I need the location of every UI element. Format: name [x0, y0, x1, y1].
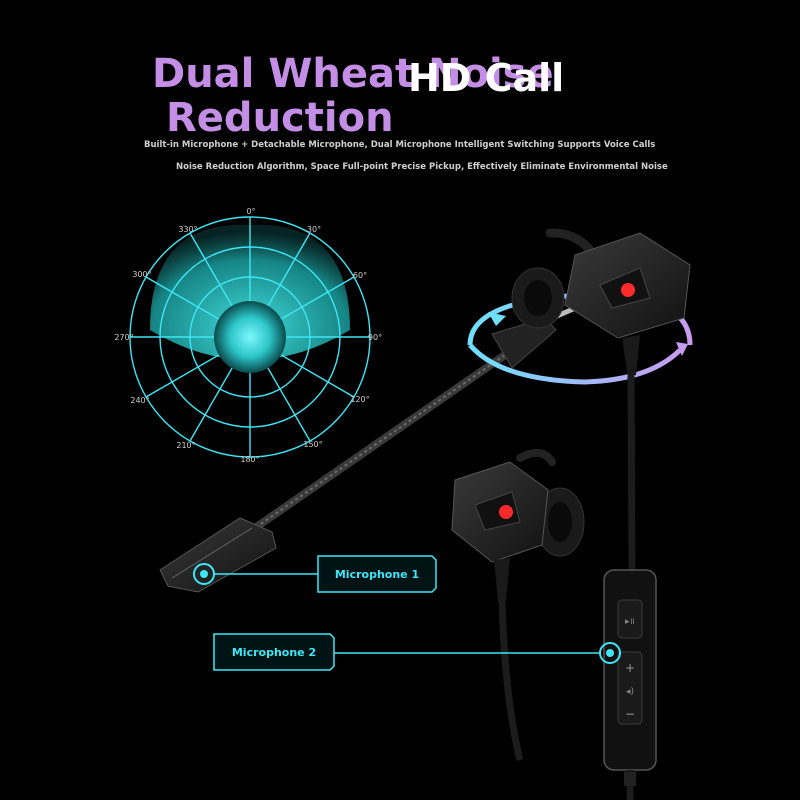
led-indicator-icon: [621, 283, 635, 297]
headline: Dual Wheat Noise Reduction: [152, 52, 554, 140]
subtitle-line2: Noise Reduction Algorithm, Space Full-po…: [176, 162, 668, 172]
earbud-top: [511, 228, 691, 571]
pickup-center-glow: [214, 301, 286, 373]
inline-remote: ▸॥ + ◂) −: [603, 569, 657, 800]
play-pause-icon: ▸॥: [625, 617, 635, 627]
polar-label-120: 120°: [350, 395, 369, 404]
led-indicator-icon: [499, 505, 513, 519]
polar-label-180: 180°: [240, 455, 259, 464]
mic1-label: Microphone 1: [335, 568, 419, 581]
polar-label-210: 210°: [176, 441, 195, 450]
play-pause-button[interactable]: [617, 599, 643, 639]
mic2-marker-icon: [599, 642, 621, 664]
callout-microphone-2: Microphone 2: [213, 633, 621, 671]
mic2-label: Microphone 2: [232, 646, 316, 659]
earbud-bottom: [451, 448, 585, 761]
volume-up-icon: +: [625, 661, 635, 675]
headline-line2: Reduction: [166, 95, 394, 141]
speaker-icon: ◂): [626, 687, 634, 697]
callout-microphone-1: Microphone 1: [193, 555, 437, 593]
polar-label-30: 30°: [307, 225, 321, 234]
polar-label-330: 330°: [178, 225, 197, 234]
headline-line1: Dual Wheat Noise: [152, 51, 554, 97]
polar-label-60: 60°: [353, 271, 367, 280]
polar-label-0: 0°: [246, 207, 255, 216]
polar-label-270: 270°: [114, 333, 133, 342]
headline-overlay: HD Call: [408, 56, 565, 100]
polar-label-240: 240°: [130, 396, 149, 405]
polar-label-90: 90°: [368, 333, 382, 342]
polar-label-150: 150°: [303, 440, 322, 449]
volume-down-icon: −: [625, 707, 635, 721]
polar-label-300: 300°: [132, 270, 151, 279]
polar-pattern-diagram: 0° 30° 60° 90° 120° 150° 180° 210° 240° …: [114, 207, 382, 464]
boom-microphone: [159, 303, 583, 593]
volume-rocker[interactable]: [617, 651, 643, 725]
subtitle-line1: Built-in Microphone + Detachable Microph…: [144, 140, 656, 150]
polar-grid: [129, 216, 371, 458]
